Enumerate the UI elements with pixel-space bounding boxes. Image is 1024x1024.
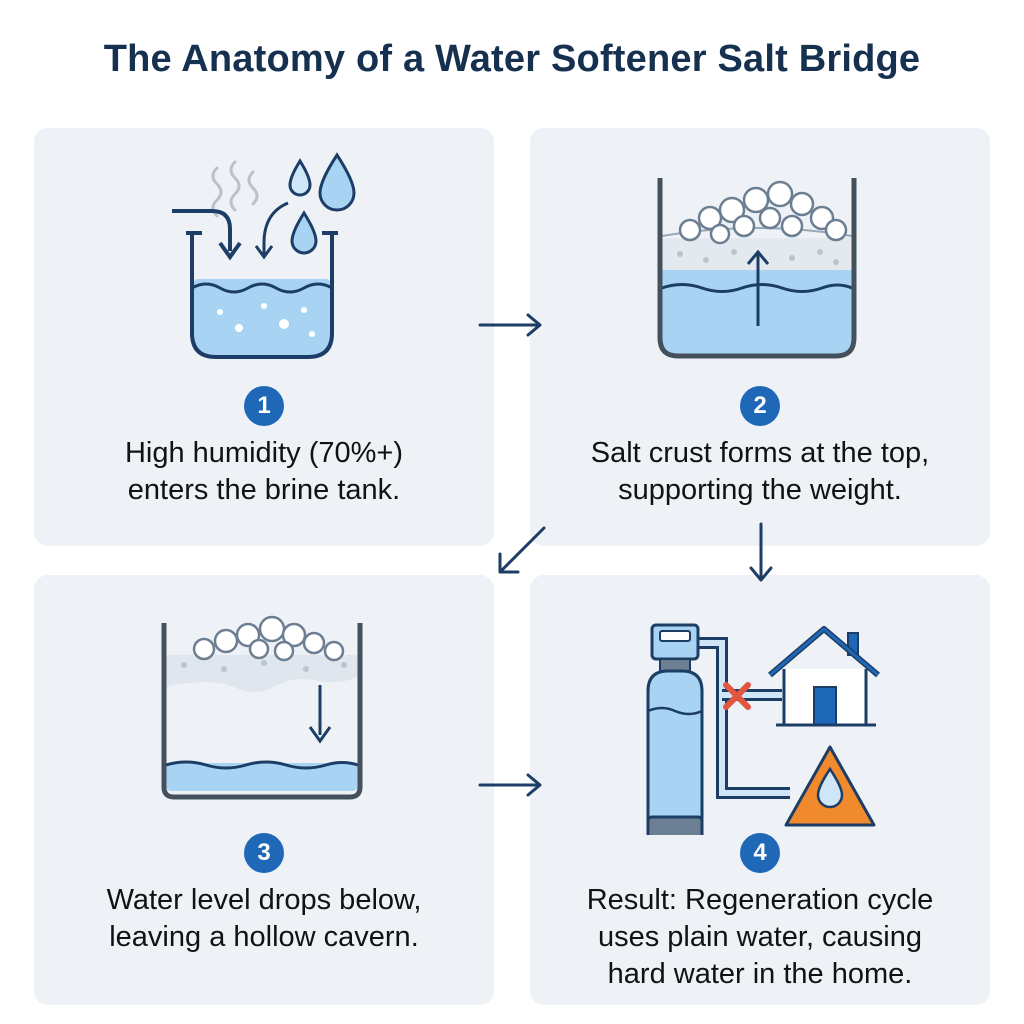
- step-number-badge: 3: [244, 833, 284, 873]
- caption-line: Water level drops below,: [106, 884, 422, 916]
- step-3-panel: 3 Water level drops below, leaving a hol…: [34, 575, 494, 1005]
- caption-line: hard water in the home.: [607, 958, 913, 990]
- step-2-panel: 2 Salt crust forms at the top, supportin…: [530, 128, 990, 546]
- caption-line: Result: Regeneration cycle: [586, 884, 934, 916]
- caption-line: leaving a hollow cavern.: [109, 921, 419, 953]
- caption-line: High humidity (70%+): [124, 437, 404, 469]
- step-number-badge: 4: [740, 833, 780, 873]
- arrow-right-icon: [478, 773, 542, 797]
- page-title: The Anatomy of a Water Softener Salt Bri…: [103, 38, 921, 80]
- step-number-badge: 1: [244, 386, 284, 426]
- salt-crust-tank-icon: [657, 178, 857, 359]
- step-4-panel: 4 Result: Regeneration cycle uses plain …: [530, 575, 990, 1005]
- step-1-caption: High humidity (70%+) enters the brine ta…: [34, 435, 494, 509]
- step-2-caption: Salt crust forms at the top, supporting …: [530, 435, 990, 509]
- arrow-down-icon: [749, 522, 773, 582]
- step-3-caption: Water level drops below, leaving a hollo…: [34, 882, 494, 956]
- hollow-cavern-tank-icon: [161, 615, 363, 800]
- arrow-down-left-icon: [498, 526, 546, 574]
- softener-house-warning-icon: [646, 623, 880, 835]
- caption-line: supporting the weight.: [618, 474, 902, 506]
- caption-line: uses plain water, causing: [597, 921, 923, 953]
- step-number-badge: 2: [740, 386, 780, 426]
- step-1-panel: 1 High humidity (70%+) enters the brine …: [34, 128, 494, 546]
- caption-line: enters the brine tank.: [127, 474, 401, 506]
- arrow-right-icon: [478, 313, 542, 337]
- step-4-caption: Result: Regeneration cycle uses plain wa…: [530, 882, 990, 993]
- caption-line: Salt crust forms at the top,: [590, 437, 930, 469]
- humid-brine-tank-icon: [172, 152, 356, 359]
